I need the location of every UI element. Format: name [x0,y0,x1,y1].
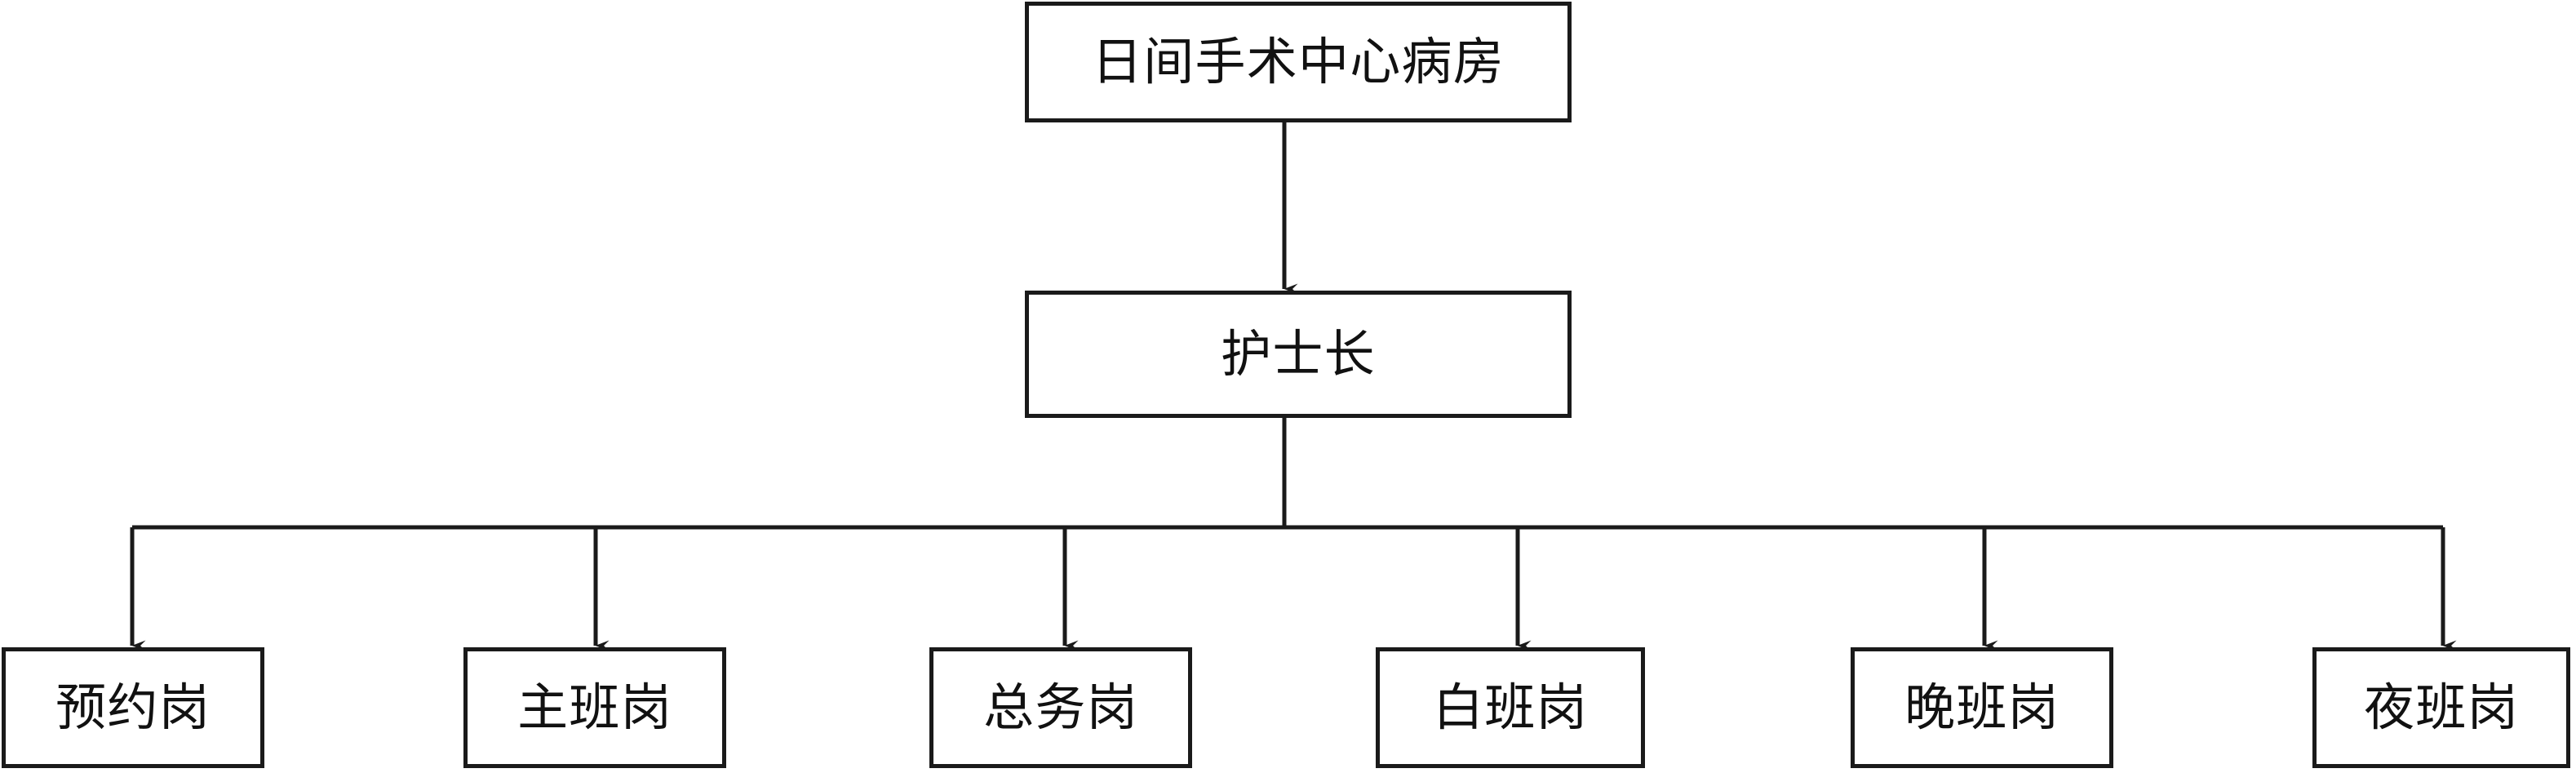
node-label-head-nurse: 护士长 [1221,324,1376,384]
node-label-position: 预约岗 [55,677,211,737]
node-position-general-affairs[interactable]: 总务岗 [929,647,1192,768]
node-label-position: 晚班岗 [1904,677,2059,737]
node-label-position: 夜班岗 [2364,677,2519,737]
node-position-appointment[interactable]: 预约岗 [2,647,264,768]
node-day-surgery-center-ward[interactable]: 日间手术中心病房 [1025,2,1572,122]
node-position-evening-shift[interactable]: 晚班岗 [1851,647,2113,768]
node-label-root: 日间手术中心病房 [1092,32,1505,91]
node-head-nurse[interactable]: 护士长 [1025,291,1572,418]
node-label-position: 总务岗 [983,677,1138,737]
node-position-main-shift[interactable]: 主班岗 [463,647,726,768]
node-label-position: 主班岗 [517,677,672,737]
node-position-day-shift[interactable]: 白班岗 [1376,647,1645,768]
node-label-position: 白班岗 [1433,677,1588,737]
node-position-night-shift[interactable]: 夜班岗 [2312,647,2570,768]
